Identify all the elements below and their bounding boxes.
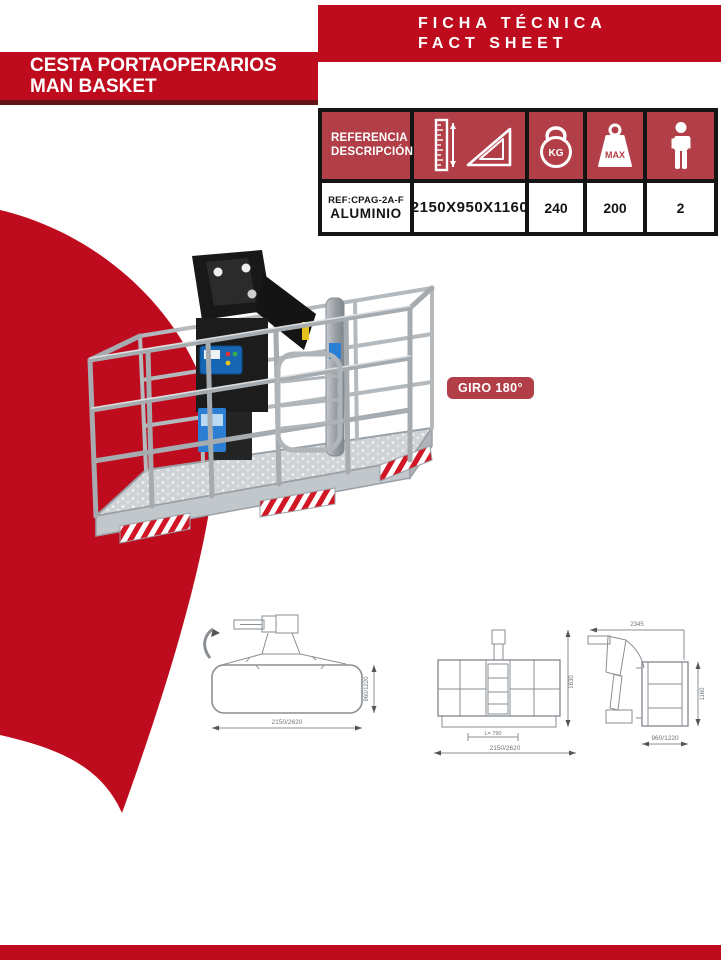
side-view-drawing: 2345 1160 960/1220 [587, 622, 706, 747]
front-view-drawing: 1630 L= 790 2150/2620 [434, 629, 576, 756]
kg-label: KG [549, 148, 564, 159]
kettlebell-kg-icon: KG [540, 125, 572, 168]
header-title-es: FICHA TÉCNICA [418, 14, 607, 32]
dimensions-header-cell [414, 112, 525, 179]
product-title-en: MAN BASKET [30, 76, 157, 97]
side-view-height-label: 1160 [700, 687, 706, 701]
capacity-cell: 2 [647, 183, 714, 232]
side-view-overall-label: 2345 [630, 622, 644, 628]
header-title-en: FACT SHEET [418, 34, 568, 52]
reference-header-line2: DESCRIPCIÓN [331, 145, 414, 158]
dimensions-cell: 2150X950X1160 [411, 183, 528, 232]
man-basket-photo [87, 250, 435, 544]
capacity-header-cell [647, 112, 714, 179]
giro-180-badge: GIRO 180° [447, 377, 534, 399]
top-view-depth-label: 960/1220 [364, 676, 370, 702]
top-view-drawing: 2150/2620 960/1220 [203, 614, 377, 731]
person-icon [671, 121, 690, 169]
max-load-cell: 200 [587, 183, 643, 232]
front-view-height-label: 1630 [569, 675, 575, 689]
reference-cell: REF:CPAG-2A-F ALUMINIO [322, 183, 410, 232]
weight-header-cell: KG [529, 112, 583, 179]
dimensions-ruler-icon [434, 118, 511, 171]
max-label: MAX [605, 150, 625, 160]
entry-gate [275, 351, 343, 453]
bottom-red-strip [0, 945, 721, 960]
front-view-gate-label: L= 790 [485, 731, 502, 737]
max-weight-icon: MAX [598, 123, 632, 167]
product-title-es: CESTA PORTAOPERARIOS [30, 54, 277, 76]
fact-sheet-header: FICHA TÉCNICA FACT SHEET [318, 5, 721, 62]
side-view-depth-label: 960/1220 [651, 735, 678, 742]
front-view-width-label: 2150/2620 [490, 745, 521, 752]
spec-table: REFERENCIA DESCRIPCIÓN [318, 108, 718, 236]
reference-header-line1: REFERENCIA [331, 131, 408, 144]
product-banner: CESTA PORTAOPERARIOS MAN BASKET [0, 52, 318, 100]
rail-highlights [89, 305, 411, 409]
banner-underline [0, 100, 318, 105]
reference-header-cell: REFERENCIA DESCRIPCIÓN [322, 112, 414, 179]
max-load-header-cell: MAX [587, 112, 643, 179]
material-value: ALUMINIO [330, 205, 402, 221]
top-view-width-label: 2150/2620 [272, 719, 303, 726]
weight-cell: 240 [529, 183, 583, 232]
reference-value: REF:CPAG-2A-F [328, 194, 404, 206]
hazard-stripes [119, 445, 433, 544]
